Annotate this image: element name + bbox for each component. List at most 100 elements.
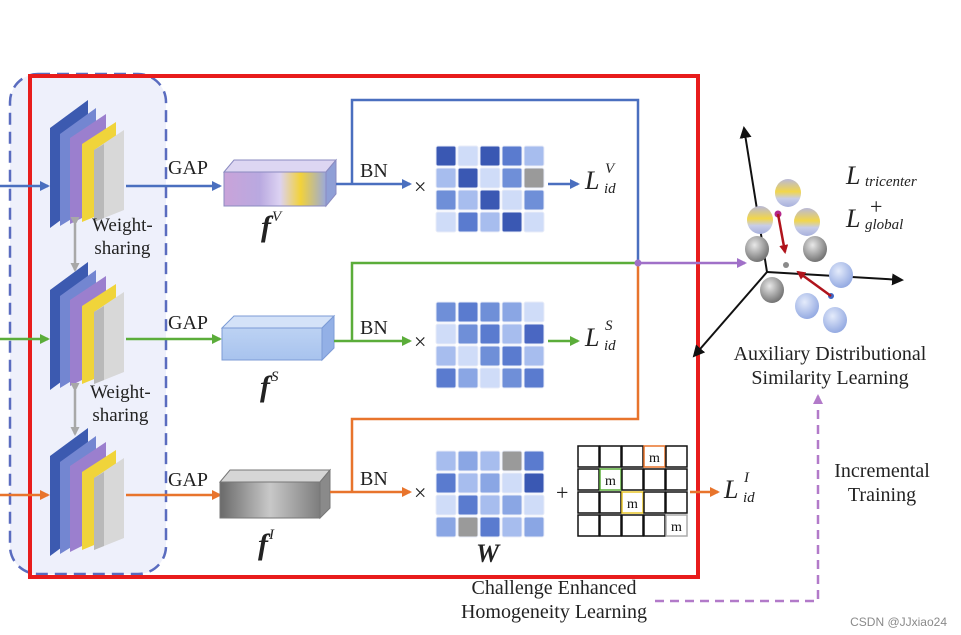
- matrix-tile: [479, 167, 501, 189]
- feature-s-sup: S: [271, 369, 279, 385]
- matrix-tile: [435, 516, 457, 538]
- matrix-tile: [523, 494, 545, 516]
- times-infrared: ×: [414, 480, 427, 505]
- feature-i-sup: I: [269, 527, 274, 543]
- challenge-mask-grid: m m m m: [577, 445, 688, 537]
- times-visible: ×: [414, 174, 427, 199]
- matrix-tile: [479, 494, 501, 516]
- matrix-tile: [501, 323, 523, 345]
- weight-sharing-1-line2: sharing: [94, 237, 151, 259]
- matrix-tile: [501, 367, 523, 389]
- challenge-line2: Homogeneity Learning: [460, 600, 648, 623]
- feature-v-base: f: [261, 210, 271, 243]
- route-visible: [350, 98, 640, 263]
- mask-cell-m-1: m: [649, 451, 660, 466]
- matrix-tile: [479, 145, 501, 167]
- matrix-tile: [435, 189, 457, 211]
- feature-cuboid-sketch: [220, 314, 336, 362]
- incremental-line1: Incremental: [834, 460, 930, 482]
- weight-sharing-1-line1: Weight-: [92, 215, 153, 236]
- route-infrared: [350, 263, 640, 492]
- aux-section-title: Auxiliary Distributional Similarity Lear…: [712, 343, 948, 390]
- matrix-tile: [435, 211, 457, 233]
- matrix-tile: [523, 323, 545, 345]
- aux-title-line2: Similarity Learning: [751, 366, 909, 389]
- matrix-tile: [523, 211, 545, 233]
- bn-label-visible: BN: [360, 160, 388, 182]
- mask-cell-m-2: m: [605, 474, 616, 489]
- loss-s-sup: S: [605, 318, 613, 334]
- embedding-space: [692, 126, 904, 358]
- backbone-stack-infrared: [50, 428, 124, 556]
- feature-label-visible: fV: [261, 209, 282, 243]
- loss-v-sup: V: [605, 161, 615, 177]
- matrix-tile: [457, 367, 479, 389]
- loss-v-sub: id: [604, 181, 616, 197]
- matrix-tile: [523, 367, 545, 389]
- matrix-tile: [479, 516, 501, 538]
- loss-s-base: L: [585, 323, 600, 352]
- watermark: CSDN @JJxiao24: [850, 615, 947, 629]
- matrix-tile: [435, 301, 457, 323]
- matrix-tile: [435, 145, 457, 167]
- matrix-tile: [523, 450, 545, 472]
- matrix-tile: [457, 323, 479, 345]
- matrix-tile: [501, 345, 523, 367]
- matrix-tile: [435, 494, 457, 516]
- loss-i-base: L: [724, 475, 739, 504]
- incremental-line2: Training: [847, 483, 917, 506]
- loss-s-sub: id: [604, 338, 616, 354]
- matrix-tile: [501, 167, 523, 189]
- weight-sharing-label-1: Weight- sharing: [92, 215, 153, 261]
- matrix-tile: [501, 494, 523, 516]
- bn-label-infrared: BN: [360, 468, 388, 490]
- matrix-tile: [457, 516, 479, 538]
- matrix-tile: [435, 472, 457, 494]
- challenge-section-title: Challenge Enhanced Homogeneity Learning: [436, 577, 672, 624]
- matrix-tile: [501, 145, 523, 167]
- matrix-tile: [479, 450, 501, 472]
- classifier-matrices: [435, 145, 545, 538]
- backbone-stack-visible: [50, 100, 124, 228]
- matrix-tile: [457, 494, 479, 516]
- matrix-tile: [457, 145, 479, 167]
- gap-label-visible: GAP: [168, 157, 209, 179]
- times-sketch: ×: [414, 329, 427, 354]
- homogeneity-frame: [28, 74, 700, 579]
- matrix-tile: [501, 211, 523, 233]
- loss-i-sub: id: [743, 490, 755, 506]
- matrix-tile: [523, 345, 545, 367]
- matrix-w-label: W: [476, 539, 500, 568]
- loss-global-base: L: [846, 204, 861, 233]
- loss-global: L+global: [846, 196, 903, 233]
- aux-title-line1: Auxiliary Distributional: [733, 343, 927, 365]
- loss-tricenter-sub: tricenter: [865, 174, 917, 190]
- matrix-tile: [501, 516, 523, 538]
- matrix-tile: [501, 450, 523, 472]
- matrix-tile: [457, 211, 479, 233]
- loss-i-sup: I: [744, 470, 749, 486]
- feature-label-infrared: fI: [258, 527, 274, 561]
- matrix-tile: [457, 472, 479, 494]
- incremental-training-title: Incremental Training: [822, 460, 942, 507]
- matrix-tile: [523, 301, 545, 323]
- matrix-tile: [523, 472, 545, 494]
- weight-sharing-2-line2: sharing: [92, 404, 149, 426]
- loss-v-base: L: [585, 166, 600, 195]
- gap-label-infrared: GAP: [168, 469, 209, 491]
- feature-label-sketch: fS: [260, 369, 279, 402]
- feature-cuboid-visible: [222, 158, 338, 208]
- mask-cell-m-4: m: [671, 520, 682, 535]
- matrix-tile: [457, 189, 479, 211]
- mask-cell-m-3: m: [627, 497, 638, 512]
- matrix-tile: [479, 367, 501, 389]
- matrix-tile: [435, 167, 457, 189]
- feature-v-sup: V: [272, 209, 282, 225]
- feature-i-base: f: [258, 528, 268, 561]
- matrix-tile: [479, 323, 501, 345]
- matrix-tile: [457, 345, 479, 367]
- route-sketch: [350, 261, 638, 341]
